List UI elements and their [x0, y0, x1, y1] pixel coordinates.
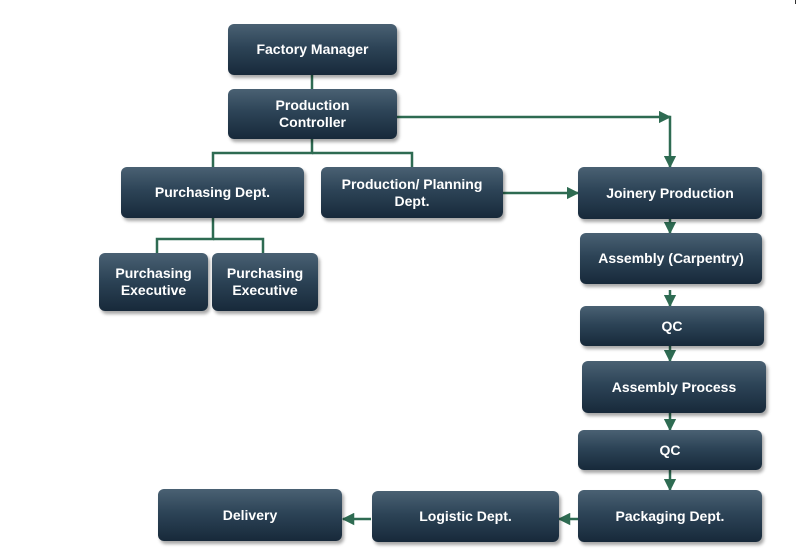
node-qc-1: QC [580, 306, 764, 346]
corner-tick-mark [795, 0, 796, 4]
node-label: Delivery [222, 506, 278, 523]
node-label: Production/ Planning Dept. [341, 175, 483, 209]
node-assembly-process: Assembly Process [582, 361, 766, 413]
node-label: Logistic Dept. [419, 508, 512, 524]
node-label: Purchasing Dept. [154, 184, 271, 200]
node-qc-2: QC [578, 430, 762, 470]
node-production-planning-dept: Production/ Planning Dept. [321, 167, 503, 218]
node-label: Packaging Dept. [615, 507, 725, 524]
node-label: Purchasing Executive [115, 265, 192, 298]
edge-controller-to-planning [312, 151, 414, 167]
node-label: Assembly (Carpentry) [598, 250, 744, 266]
node-label: Assembly Process [611, 378, 737, 395]
node-packaging-dept: Packaging Dept. [578, 490, 762, 542]
node-joinery-production: Joinery Production [578, 167, 762, 219]
edge-purchasing-to-executive-2 [213, 237, 265, 253]
node-factory-manager: Factory Manager [228, 24, 397, 75]
node-production-controller: Production Controller [228, 89, 397, 139]
node-logistic-dept: Logistic Dept. [372, 491, 559, 542]
node-assembly-carpentry: Assembly (Carpentry) [580, 233, 762, 284]
node-purchasing-executive-2: Purchasing Executive [212, 253, 318, 311]
node-label: QC [659, 441, 681, 458]
edge-controller-to-departments [211, 139, 314, 167]
node-purchasing-executive-1: Purchasing Executive [99, 253, 208, 311]
node-delivery: Delivery [158, 489, 342, 541]
edge-purchasing-to-executives [155, 218, 215, 253]
edge-controller-to-joinery [397, 115, 677, 169]
node-label: Purchasing Executive [226, 265, 304, 298]
node-label: Production Controller [275, 97, 350, 130]
node-label: Joinery Production [606, 184, 734, 201]
node-label: QC [661, 317, 683, 334]
node-purchasing-dept: Purchasing Dept. [121, 167, 304, 218]
node-label: Factory Manager [256, 41, 369, 57]
